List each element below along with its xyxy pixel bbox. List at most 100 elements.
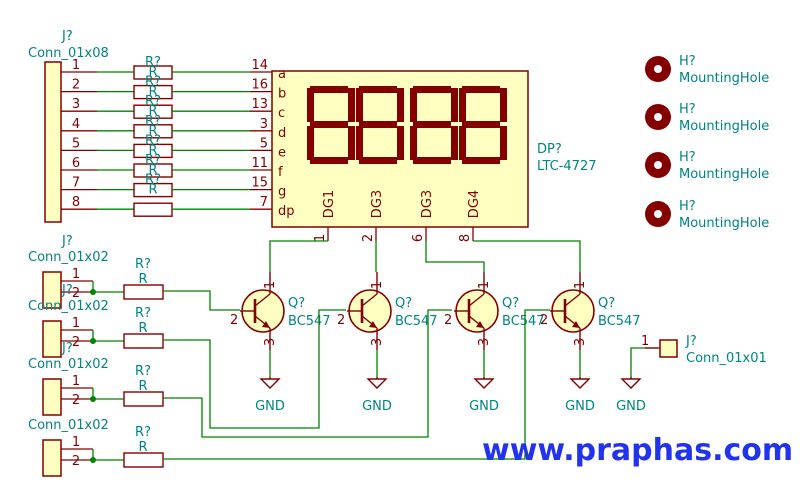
mounting-hole-inner [654,161,662,169]
segment [413,86,451,93]
ground-label: GND [469,399,499,414]
connector-ref: J? [61,283,73,298]
ground-triangle [366,378,388,389]
resistor-ref: R? [145,94,161,109]
segment [397,88,404,122]
emitter-arrow [262,321,270,328]
connector-group-01x02[interactable]: 12J?Conn_01x0212J?Conn_01x0212J?Conn_01x… [28,234,109,477]
transistor-pin-b: 2 [540,313,548,328]
display-segment-label: f [278,165,283,180]
mounting-hole[interactable]: H?MountingHole [645,150,769,182]
transistor-ref: Q? [502,296,519,311]
transistor-pin-b: 2 [230,313,238,328]
display-pin-number: 3 [260,117,268,132]
resistor-ref: R? [145,55,161,70]
connector-conn-01x02[interactable]: 12J?Conn_01x02 [28,234,109,309]
ground-label: GND [362,399,392,414]
display-pin-number: 11 [251,156,268,171]
resistor-body[interactable] [123,284,164,300]
ground-triangle [620,378,642,389]
segment [500,88,507,122]
resistor-ref: R? [145,173,161,188]
connector-value: Conn_01x02 [28,299,109,314]
resistor-body[interactable] [133,202,173,217]
ground-triangle [473,378,495,389]
pin-number: 1 [72,435,80,450]
resistor-value: R [148,124,157,139]
connector-body [42,378,62,416]
resistor-value: R [148,104,157,119]
connector-conn-01x02[interactable]: 12J?Conn_01x02 [28,341,109,416]
segment [307,126,314,160]
connector-conn-01x02[interactable]: 12J?Conn_01x02 [28,283,109,358]
display-pin-number: 7 [260,195,268,210]
ground-triangle [569,378,591,389]
connector-body [42,271,62,309]
display-pin-number: 15 [251,176,268,191]
digit-pin-number: 8 [458,234,473,242]
display-segment-label: c [278,106,285,121]
seven-seg-digit [307,86,355,164]
segment [410,126,417,160]
connector-value: Conn_01x02 [28,357,109,372]
conn1-ref: J? [685,334,697,349]
resistor-ref: R? [135,364,151,379]
connector-body [42,439,62,477]
conn8-pin-number: 6 [72,156,80,171]
resistor-body[interactable] [123,391,164,407]
transistor-ref: Q? [288,296,305,311]
display-segment-label: g [278,185,286,200]
mounting-hole[interactable]: H?MountingHole [645,199,769,231]
transistor-pin-e: 3 [573,338,588,346]
segment [462,157,500,164]
transistor-ref: Q? [395,296,412,311]
digit-label: DG3 [420,190,435,218]
display-segment-label: e [278,145,286,160]
connector-conn-01x01[interactable]: 1 J? Conn_01x01 [641,334,767,366]
segment [310,86,348,93]
pin-number: 1 [72,316,80,331]
segment [359,157,397,164]
segment [348,88,355,122]
connector-ref: J? [61,341,73,356]
digit-pin-number: 1 [313,234,328,242]
transistor-value: BC547 [598,314,641,329]
mounting-hole[interactable]: H?MountingHole [645,54,769,86]
display-segment-label: d [278,126,286,141]
watermark: www.praphas.com [482,433,793,468]
base-resistors[interactable]: R?RR?RR?RR?R [93,257,164,468]
segment [462,121,500,128]
mounting-hole[interactable]: H?MountingHole [645,102,769,134]
conn8-value: Conn_01x08 [28,46,109,61]
resistor-body[interactable] [123,452,164,468]
ground-label: GND [616,399,646,414]
digit-pin-number: 2 [361,234,376,242]
resistor-ref: R? [145,153,161,168]
transistor-pin-e: 3 [370,338,385,346]
resistor-value: R [148,183,157,198]
display-pin-number: 16 [251,78,268,93]
conn8-ref: J? [61,29,73,44]
digit-label: DG1 [322,190,337,218]
resistor-bank[interactable]: R?RR?RR?RR?RR?RR?RR?R [97,55,250,217]
conn8-pin-number: 1 [72,58,80,73]
seven-seg-digit [410,86,458,164]
segment [310,157,348,164]
conn8-pin-number: 5 [72,136,80,151]
segment [310,121,348,128]
resistor-body[interactable] [123,333,164,349]
connector-value: Conn_01x02 [28,250,109,265]
mounting-holes[interactable]: H?MountingHoleH?MountingHoleH?MountingHo… [645,54,769,231]
mounting-hole-inner [654,210,662,218]
pin-number: 1 [72,374,80,389]
transistor-pin-c: 1 [573,281,588,289]
